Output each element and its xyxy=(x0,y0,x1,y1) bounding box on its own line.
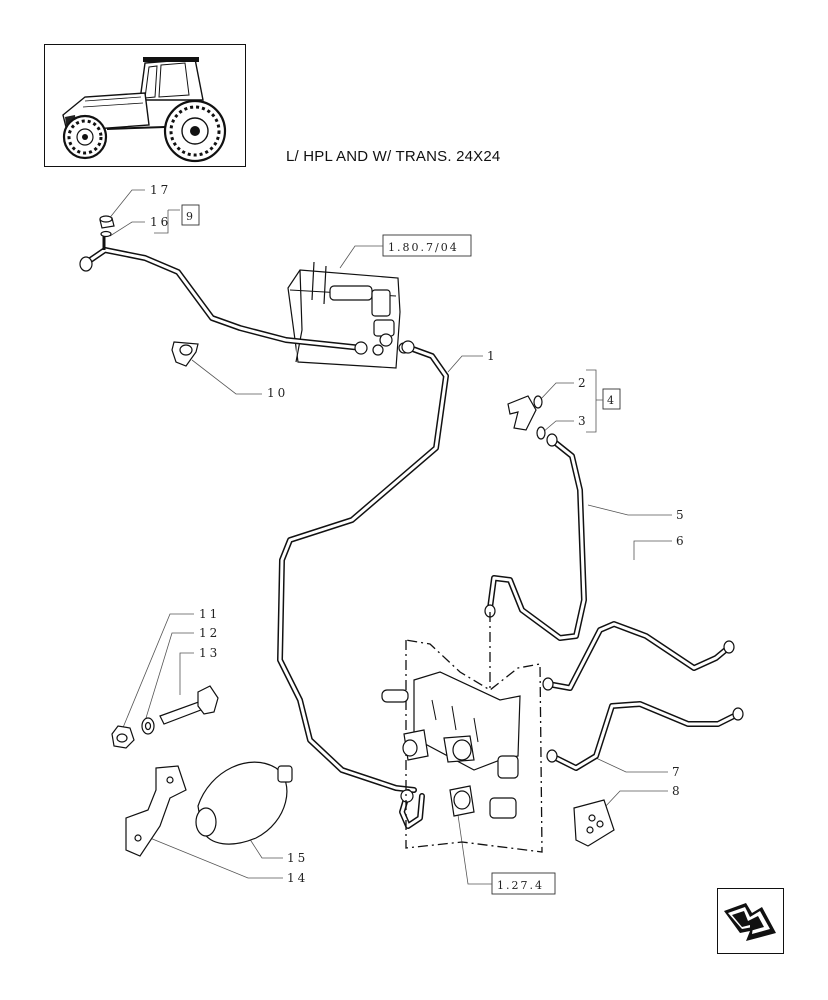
pipe-fittings xyxy=(79,256,744,803)
bolt-13 xyxy=(159,685,219,725)
ref-box-1-27-4[interactable]: 1.27.4 xyxy=(491,872,556,895)
accumulator-15 xyxy=(195,761,293,845)
svg-text:1.27.4: 1.27.4 xyxy=(497,879,544,892)
o-ring-2 xyxy=(533,395,543,409)
callout-16: 16 xyxy=(150,215,171,229)
pipe-7 xyxy=(549,701,741,771)
callout-6: 6 xyxy=(676,534,687,548)
ref-box-9[interactable]: 9 xyxy=(181,204,200,226)
pipe-16 xyxy=(83,247,365,351)
callout-2: 2 xyxy=(578,376,589,390)
callout-15: 15 xyxy=(287,851,308,865)
svg-text:1.80.7/04: 1.80.7/04 xyxy=(388,241,459,254)
pipe-6 xyxy=(545,621,731,691)
grommet-8 xyxy=(573,799,615,847)
callout-14: 14 xyxy=(287,871,308,885)
bracket-14 xyxy=(125,765,187,857)
tractor-thumbnail xyxy=(44,44,246,167)
callout-3: 3 xyxy=(578,414,589,428)
ref-box-4[interactable]: 4 xyxy=(602,388,621,410)
callout-10: 10 xyxy=(267,386,288,400)
next-page-button[interactable] xyxy=(717,888,784,954)
callout-12: 12 xyxy=(199,626,220,640)
callout-11: 11 xyxy=(199,607,220,621)
pipe-1-tail xyxy=(399,789,425,829)
callout-1: 1 xyxy=(487,349,498,363)
svg-text:9: 9 xyxy=(186,210,195,223)
callout-17: 17 xyxy=(150,183,171,197)
washer-16 xyxy=(100,230,112,250)
tractor-icon xyxy=(62,57,227,163)
elbow-fitting xyxy=(507,395,537,431)
page-title: L/ HPL AND W/ TRANS. 24X24 xyxy=(286,148,501,165)
nut-11 xyxy=(111,725,135,749)
clamp-10 xyxy=(171,341,199,367)
callout-8: 8 xyxy=(672,784,683,798)
next-page-arrow-icon xyxy=(724,903,776,941)
washer-12 xyxy=(141,717,155,735)
o-ring-3 xyxy=(536,426,546,440)
transmission-manifold xyxy=(381,639,543,853)
pipe-5 xyxy=(487,437,587,641)
callout-13: 13 xyxy=(199,646,220,660)
pipe-1 xyxy=(277,345,449,793)
callout-7: 7 xyxy=(672,765,683,779)
ref-box-1-80-7-04[interactable]: 1.80.7/04 xyxy=(382,234,472,257)
callout-5: 5 xyxy=(676,508,687,522)
control-valve-block xyxy=(287,261,410,369)
cap-17 xyxy=(99,215,115,229)
svg-text:4: 4 xyxy=(607,394,616,407)
